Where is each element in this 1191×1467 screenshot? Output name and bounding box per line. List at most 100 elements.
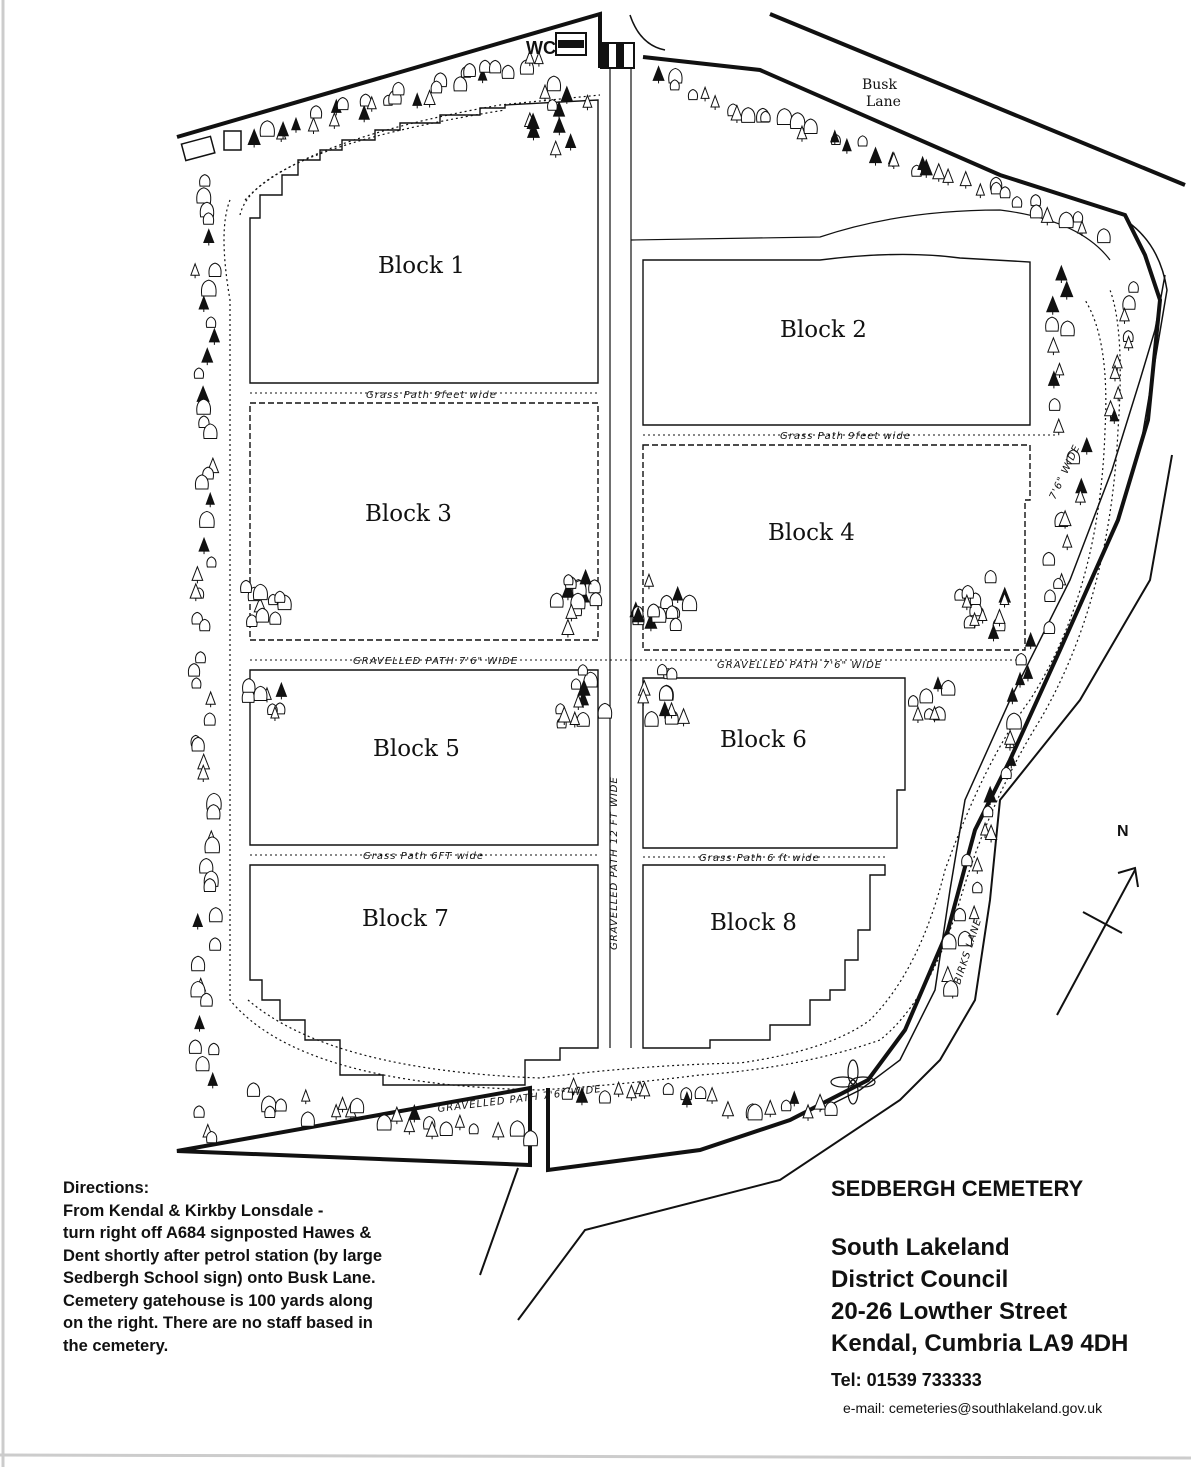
tree-icon	[209, 937, 222, 951]
wc-label: WC	[526, 38, 556, 58]
tree-icon	[376, 1114, 392, 1131]
tree-icon	[982, 805, 994, 818]
tree-icon	[1006, 712, 1022, 730]
tree-icon	[672, 585, 684, 604]
tree-icon	[205, 491, 215, 508]
tree-icon	[1058, 211, 1074, 229]
tree-icon	[857, 135, 868, 147]
tree-icon	[577, 664, 588, 676]
tree-icon	[188, 1039, 202, 1054]
tree-icon	[489, 59, 502, 74]
path-label: Grass Path 9feet wide	[780, 431, 911, 442]
tree-icon	[358, 104, 371, 123]
address-line: 20-26 Lowther Street	[831, 1298, 1068, 1325]
tree-icon	[328, 111, 340, 129]
tree-icon	[300, 1088, 311, 1105]
tree-icon	[274, 1098, 287, 1112]
tree-icon	[524, 49, 536, 67]
tree-icon	[206, 792, 222, 810]
tree-icon	[1128, 281, 1139, 293]
tree-icon	[463, 63, 477, 78]
tree-icon	[1060, 280, 1074, 300]
tree-icon	[993, 608, 1006, 627]
tree-icon	[961, 584, 975, 599]
tree-icon	[533, 50, 544, 67]
tree-icon	[1015, 671, 1026, 688]
directions-line: Dent shortly after petrol station (by la…	[63, 1246, 383, 1265]
tree-icon	[269, 611, 282, 625]
tree-icon	[941, 933, 957, 950]
tree-icon	[1044, 589, 1056, 603]
tree-icon	[199, 857, 214, 874]
directions-line: on the right. There are no staff based i…	[63, 1314, 373, 1332]
tree-icon	[760, 110, 771, 123]
path-label: Grass Path 9feet wide	[366, 390, 497, 401]
tree-icon	[501, 64, 515, 79]
tree-icon	[206, 556, 217, 568]
tree-icon	[270, 705, 280, 721]
tree-icon	[669, 617, 682, 631]
tree-icon	[764, 1099, 777, 1118]
tree-icon	[579, 568, 592, 587]
tree-icon	[912, 705, 924, 723]
tree-icon	[647, 603, 660, 618]
tree-icon	[408, 1104, 421, 1123]
tree-icon	[390, 1105, 404, 1125]
tree-icon	[208, 1042, 220, 1056]
tree-icon	[961, 853, 973, 867]
tree-icon	[259, 120, 275, 137]
tree-icon	[453, 76, 468, 92]
tree-icon	[198, 536, 210, 555]
tree-icon	[968, 904, 980, 922]
address-line: District Council	[831, 1266, 1009, 1293]
directions-line: Directions:	[63, 1179, 150, 1197]
tree-icon	[205, 316, 217, 328]
tree-icon	[569, 710, 581, 728]
tree-icon	[242, 678, 256, 693]
tree-icon	[491, 1121, 505, 1140]
telephone: Tel: 01539 733333	[831, 1370, 982, 1390]
tree-icon	[567, 1076, 580, 1096]
tree-icon	[666, 667, 678, 680]
tree-icon	[662, 1082, 674, 1095]
tree-icon	[969, 611, 980, 629]
tree-icon	[1072, 211, 1084, 223]
block-2-plot	[642, 253, 1031, 426]
block-4-plot	[642, 444, 1031, 651]
email-address[interactable]: e-mail: cemeteries@southlakeland.gov.uk	[843, 1400, 1103, 1416]
tree-icon	[246, 614, 258, 628]
tree-icon	[546, 75, 562, 92]
tree-icon	[300, 1111, 315, 1127]
tree-icon	[310, 105, 323, 119]
tree-icon	[1096, 228, 1111, 244]
tree-icon	[330, 1103, 342, 1120]
tree-icon	[192, 912, 204, 930]
tree-icon	[907, 695, 919, 707]
tree-icon	[193, 367, 205, 379]
tree-icon	[477, 67, 488, 84]
tree-icon	[830, 129, 840, 145]
tree-icon	[957, 930, 973, 947]
tree-icon	[277, 120, 290, 139]
tree-icon	[747, 1103, 763, 1121]
tree-icon	[1004, 729, 1017, 748]
tree-icon	[275, 681, 288, 700]
tree-icon	[977, 607, 988, 624]
tree-icon	[203, 423, 218, 440]
tree-icon	[940, 679, 956, 696]
tree-icon	[613, 1080, 624, 1098]
tree-icon	[1029, 204, 1043, 219]
tree-icon	[1046, 295, 1060, 315]
tree-icon	[430, 80, 443, 94]
tree-icon	[953, 907, 967, 922]
road-label: Busk	[862, 77, 897, 93]
directions-line: Sedbergh School sign) onto Busk Lane.	[63, 1269, 376, 1287]
tree-icon	[1015, 652, 1027, 666]
tree-icon	[1006, 687, 1019, 705]
tree-icon	[1045, 316, 1059, 332]
shed-building	[223, 130, 242, 151]
tree-icon	[1030, 194, 1042, 207]
tree-icon	[570, 592, 586, 610]
tree-icon	[984, 823, 998, 843]
tree-icon	[710, 94, 721, 111]
